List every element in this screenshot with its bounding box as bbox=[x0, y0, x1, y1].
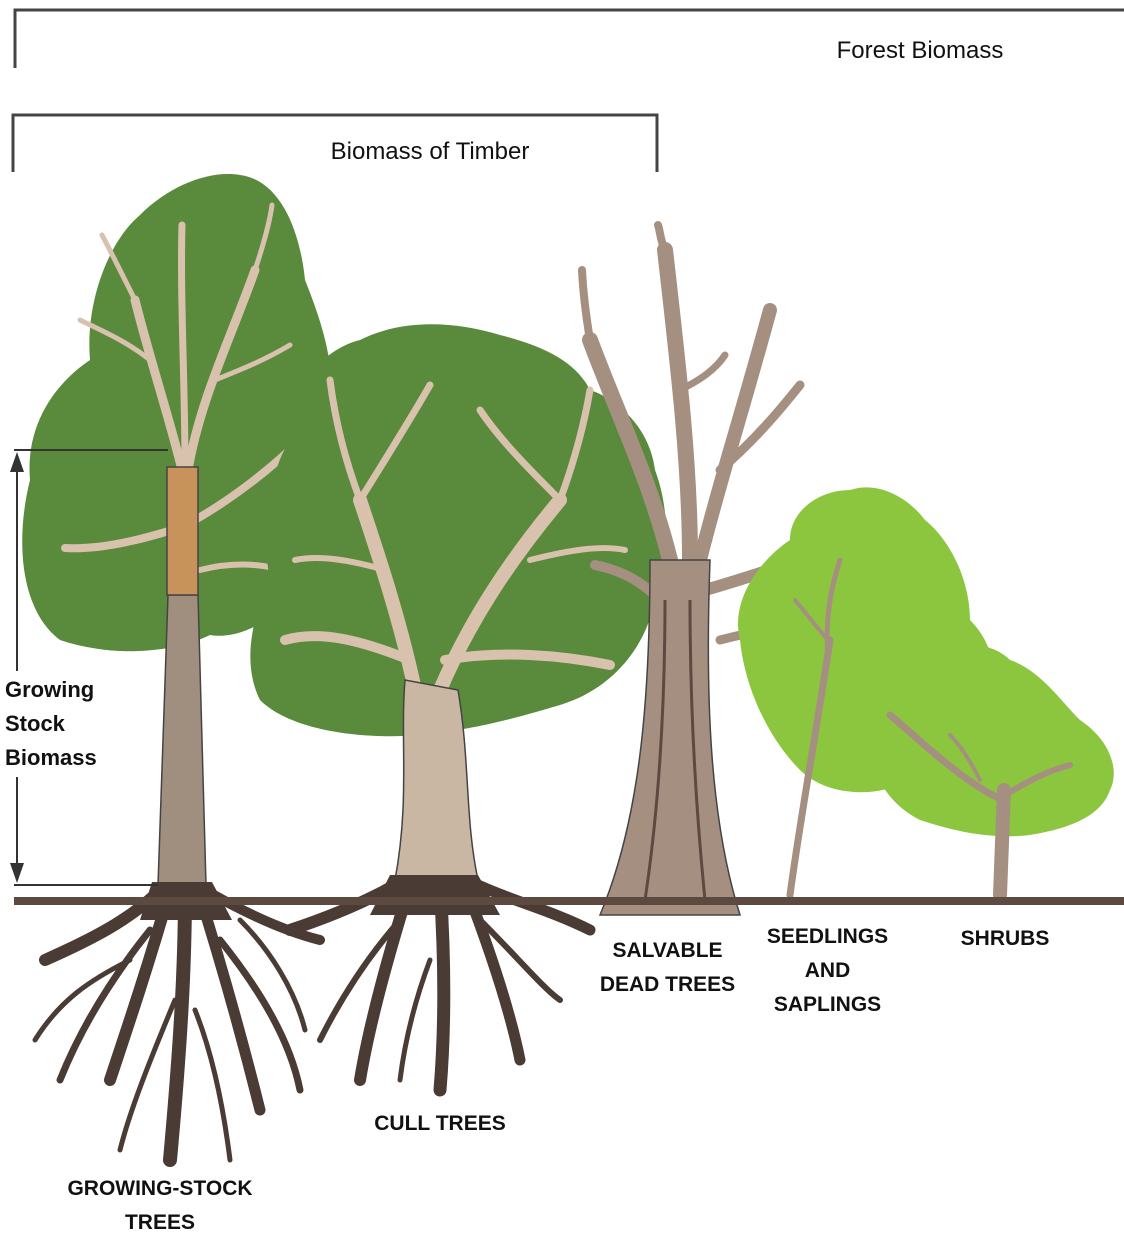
ground-line bbox=[14, 897, 1124, 905]
measure-line-2: Stock bbox=[5, 707, 97, 741]
caption-line: GROWING-STOCK bbox=[20, 1172, 300, 1206]
caption-line: DEAD TREES bbox=[580, 968, 755, 1002]
light-foliage bbox=[738, 487, 1114, 836]
caption-line: SHRUBS bbox=[930, 922, 1080, 956]
measure-line-3: Biomass bbox=[5, 741, 97, 775]
shrubs-label: SHRUBS bbox=[930, 922, 1080, 956]
cull-root-base bbox=[370, 875, 500, 915]
salvable-dead-trees-label: SALVABLE DEAD TREES bbox=[580, 934, 755, 1002]
caption-line: TREES bbox=[20, 1206, 300, 1240]
seedlings-saplings-label: SEEDLINGS AND SAPLINGS bbox=[745, 920, 910, 1022]
caption-line: SEEDLINGS bbox=[745, 920, 910, 954]
forest-biomass-label: Forest Biomass bbox=[790, 37, 1050, 65]
measure-line-1: Growing bbox=[5, 673, 97, 707]
caption-line: SAPLINGS bbox=[745, 988, 910, 1022]
caption-line: CULL TREES bbox=[330, 1107, 550, 1141]
growing-stock-biomass-label: Growing Stock Biomass bbox=[5, 671, 101, 777]
shrub-crown bbox=[869, 644, 1114, 836]
growing-stock-roots bbox=[35, 890, 320, 1160]
cull-roots bbox=[290, 885, 590, 1090]
growing-stock-trees-label: GROWING-STOCK TREES bbox=[20, 1172, 300, 1240]
timber-biomass-label: Biomass of Timber bbox=[290, 138, 570, 166]
caption-line: SALVABLE bbox=[580, 934, 755, 968]
cull-trees-label: CULL TREES bbox=[330, 1107, 550, 1141]
caption-line: AND bbox=[745, 954, 910, 988]
timber-section bbox=[167, 467, 198, 595]
